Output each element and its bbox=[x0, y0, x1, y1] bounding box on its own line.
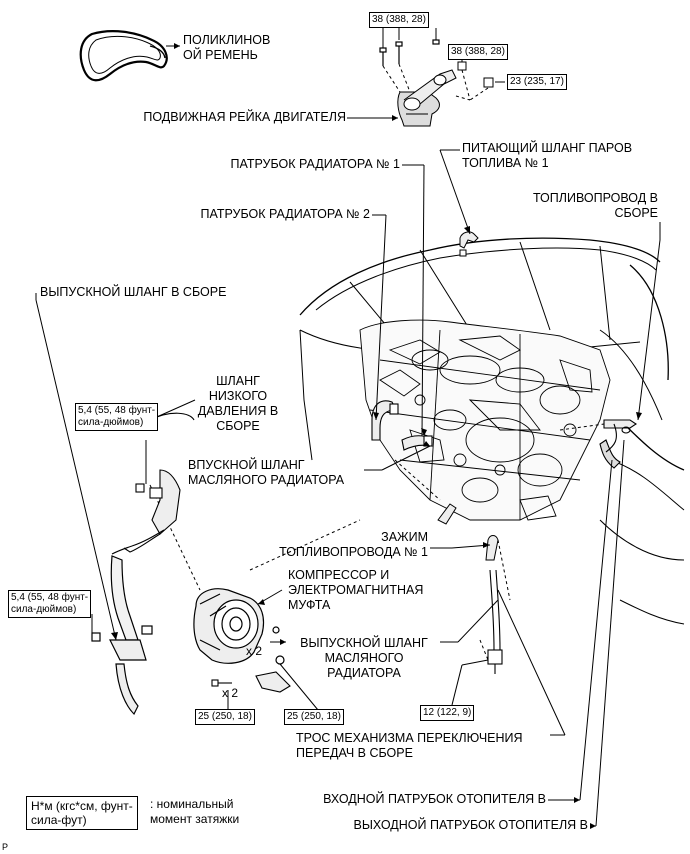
page-ref: P bbox=[2, 842, 9, 852]
label-fuel-clamp: ЗАЖИМ ТОПЛИВОПРОВОДА № 1 bbox=[279, 530, 428, 559]
label-fuel-vapor-hose: ПИТАЮЩИЙ ШЛАНГ ПАРОВ ТОПЛИВА № 1 bbox=[462, 141, 633, 170]
torque-box-2: 38 (388, 28) bbox=[448, 44, 508, 60]
multiplier-x2-compressor: x 2 bbox=[246, 644, 263, 658]
belt-drawing bbox=[79, 30, 168, 82]
oil-cooler-hose-drawing bbox=[437, 503, 499, 561]
label-discharge-hose: ВЫПУСКНОЙ ШЛАНГ В СБОРЕ bbox=[40, 285, 227, 299]
torque-box-6: 25 (250, 18) bbox=[195, 709, 255, 725]
shift-cable-drawing bbox=[487, 569, 503, 674]
bracket-drawing bbox=[211, 671, 291, 693]
torque-box-7: 25 (250, 18) bbox=[284, 709, 344, 725]
label-heater-outlet: ВЫХОДНОЙ ПАТРУБОК ОТОПИТЕЛЯ В bbox=[353, 818, 588, 832]
torque-box-4: 5,4 (55, 48 фунт- сила-дюймов) bbox=[75, 403, 159, 431]
label-engine-rail: ПОДВИЖНАЯ РЕЙКА ДВИГАТЕЛЯ bbox=[143, 110, 346, 124]
discharge-hose-drawing bbox=[91, 555, 153, 716]
fuel-line-drawing bbox=[599, 419, 637, 469]
compressor-drawing bbox=[193, 588, 285, 665]
torque-box-8: 12 (122, 9) bbox=[420, 705, 475, 721]
label-radiator-hose-2: ПАТРУБОК РАДИАТОРА № 2 bbox=[200, 207, 370, 221]
torque-box-1: 38 (388, 28) bbox=[369, 12, 429, 28]
engine-drawing bbox=[359, 319, 611, 521]
low-pressure-hose-drawing bbox=[111, 412, 195, 555]
label-compressor: КОМПРЕССОР И ЭЛЕКТРОМАГНИТНАЯ МУФТА bbox=[288, 568, 424, 612]
legend-box: Н*м (кгс*см, фунт- сила-фут) bbox=[26, 796, 138, 830]
legend-note: : номинальный момент затяжки bbox=[150, 797, 240, 826]
label-oil-cooler-inlet: ВПУСКНОЙ ШЛАНГ МАСЛЯНОГО РАДИАТОРА bbox=[188, 458, 345, 487]
torque-box-5: 5,4 (55, 48 фунт- сила-дюймов) bbox=[8, 590, 92, 618]
label-low-pressure-hose: ШЛАНГ НИЗКОГО ДАВЛЕНИЯ В СБОРЕ bbox=[197, 374, 279, 433]
label-oil-cooler-outlet: ВЫПУСКНОЙ ШЛАНГ МАСЛЯНОГО РАДИАТОРА bbox=[300, 636, 428, 680]
label-radiator-hose-1: ПАТРУБОК РАДИАТОРА № 1 bbox=[230, 157, 400, 171]
label-shift-cable: ТРОС МЕХАНИЗМА ПЕРЕКЛЮЧЕНИЯ ПЕРЕДАЧ В СБ… bbox=[296, 731, 523, 760]
label-belt: ПОЛИКЛИНОВ ОЙ РЕМЕНЬ bbox=[183, 33, 271, 62]
fuel-vapor-hose-drawing bbox=[459, 231, 479, 257]
label-fuel-line: ТОПЛИВОПРОВОД В СБОРЕ bbox=[532, 191, 658, 220]
torque-box-3: 23 (235, 17) bbox=[507, 74, 567, 90]
engine-rail-drawing bbox=[397, 69, 457, 127]
label-heater-inlet: ВХОДНОЙ ПАТРУБОК ОТОПИТЕЛЯ В bbox=[323, 792, 546, 806]
multiplier-x2-bracket: x 2 bbox=[222, 686, 239, 700]
